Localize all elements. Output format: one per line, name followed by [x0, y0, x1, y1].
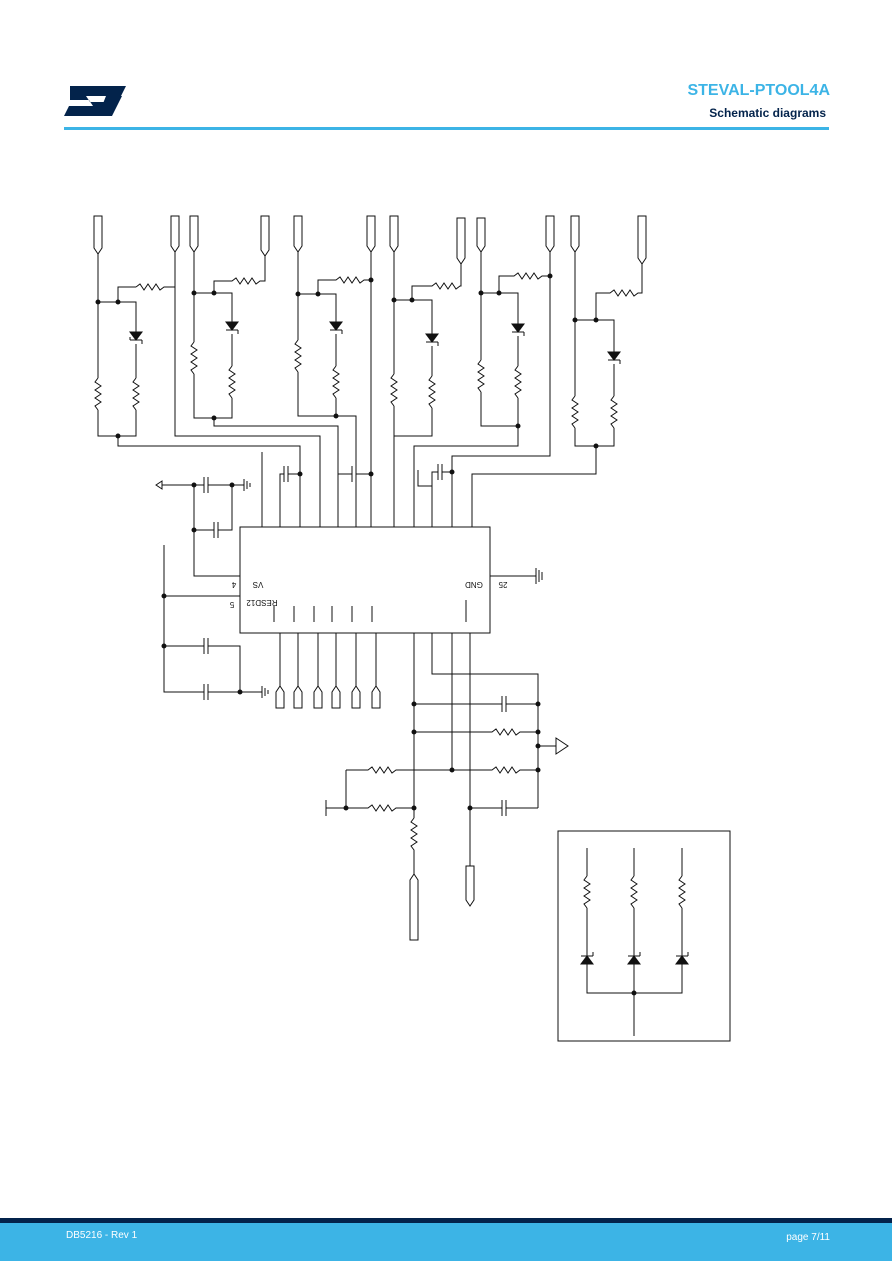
ic-labels: VS 4 GND 25 RESD12 5	[229, 580, 507, 609]
header-divider	[64, 127, 829, 130]
interface-network	[325, 633, 569, 941]
protection-channel	[94, 252, 321, 527]
ic-pin-gnd-label: GND	[465, 580, 483, 589]
ic-pin-vs-number: 4	[231, 580, 236, 589]
legend-box	[557, 830, 731, 1042]
top-connectors	[93, 215, 647, 265]
footer-bar	[0, 1218, 892, 1261]
section-subtitle: Schematic diagrams	[709, 106, 826, 120]
document-title: STEVAL-PTOOL4A	[687, 82, 830, 99]
protection-channel	[413, 252, 553, 527]
reset-network	[161, 545, 269, 700]
footer-page-number: page 7/11	[786, 1232, 830, 1243]
footer-doc-ref: DB5216 - Rev 1	[66, 1230, 138, 1241]
ic-package	[239, 526, 543, 634]
protection-channel	[471, 252, 643, 527]
st-logo-icon	[64, 86, 126, 116]
ic-pin-resd-label: RESD12	[246, 598, 278, 607]
supply-decoupling	[155, 477, 251, 577]
ic-pin-gnd-number: 25	[498, 580, 507, 589]
protection-channel	[294, 252, 374, 527]
filter-capacitors	[261, 452, 455, 527]
ic-pin-resd-number: 5	[229, 600, 234, 609]
ic-pin-vs-label: VS	[253, 580, 264, 589]
protection-channel	[390, 252, 462, 527]
output-connectors	[275, 633, 381, 709]
